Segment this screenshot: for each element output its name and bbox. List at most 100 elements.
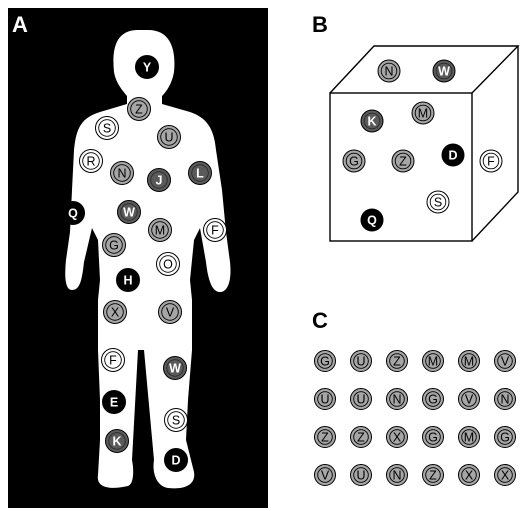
grid-token: G [423,427,444,448]
token-letter: M [464,355,474,369]
body-token: H [117,269,140,292]
token-letter: N [384,65,393,79]
token-letter: M [418,107,428,121]
token-letter: Y [143,61,152,75]
grid-token: V [459,389,480,410]
token-letter: G [349,155,359,169]
token-letter: G [500,431,510,445]
body-token: V [159,301,182,324]
cube-token: S [427,191,449,213]
body-token: O [157,253,180,276]
cube-token: Q [361,209,383,231]
token-letter: S [103,122,111,136]
cube-token: M [412,102,434,124]
cube-token: N [378,60,400,82]
token-letter: H [123,274,132,288]
cube-token: F [480,150,502,172]
token-letter: W [123,206,135,220]
grid-token: U [351,389,372,410]
grid-token: M [459,351,480,372]
body-token: F [204,219,227,242]
panel-label-a: A [12,12,28,37]
grid-token: X [495,465,516,486]
token-letter: X [393,431,402,445]
body-token: Z [128,98,151,121]
body-token: J [148,169,171,192]
token-letter: M [428,355,438,369]
body-token: M [149,219,172,242]
body-token: Y [136,56,159,79]
token-letter: Z [393,355,401,369]
grid-token: Z [351,427,372,448]
body-token: Q [62,202,85,225]
cube-token: K [361,110,383,132]
grid-token: X [459,465,480,486]
grid-token: X [387,427,408,448]
grid-token: U [351,465,372,486]
cube [330,46,518,241]
grid-token: N [387,389,408,410]
body-token: K [106,430,129,453]
token-letter: V [501,355,510,369]
token-letter: U [356,355,365,369]
body-token: F [102,349,125,372]
token-letter: U [356,393,365,407]
grid-token: Z [315,427,336,448]
token-letter: N [117,167,126,181]
token-letter: S [434,196,442,210]
token-letter: N [392,469,401,483]
grid-token: Z [387,351,408,372]
token-letter: L [196,167,204,181]
token-letter: F [487,155,495,169]
token-letter: Q [68,207,78,221]
token-letter: X [465,469,474,483]
token-letter: F [211,224,219,238]
cube-token: Z [392,150,414,172]
token-letter: X [501,469,510,483]
grid-token: V [495,351,516,372]
body-token: S [96,117,119,140]
token-letter: K [367,115,376,129]
token-letter: M [155,224,165,238]
body-token: R [80,150,103,173]
token-letter: K [112,435,121,449]
grid-token: G [423,389,444,410]
body-token: U [158,126,181,149]
body-token: N [111,162,134,185]
token-letter: X [111,306,120,320]
grid-token: Z [423,465,444,486]
cube-token: D [442,144,464,166]
grid-token: G [495,427,516,448]
grid-token: U [315,389,336,410]
token-letter: U [320,393,329,407]
cube-side-face [472,46,518,241]
cube-token: G [343,150,365,172]
token-letter: Z [321,431,329,445]
grid-token: G [315,351,336,372]
cube-token: W [433,60,455,82]
token-letter: V [465,393,474,407]
token-letter: M [464,431,474,445]
grid-token: U [351,351,372,372]
token-letter: W [438,65,450,79]
token-letter: J [156,174,163,188]
token-letter: Z [357,431,365,445]
grid-token: V [315,465,336,486]
body-token: E [103,391,126,414]
cube-top-face [330,46,518,93]
token-letter: N [500,393,509,407]
token-letter: F [109,354,117,368]
body-token: L [189,162,212,185]
body-token: S [165,409,188,432]
token-letter: E [110,396,118,410]
token-letter: S [172,414,180,428]
token-letter: Q [367,214,377,228]
body-token: G [103,234,126,257]
token-letter: Z [135,103,143,117]
cube-token-layer: N W K M G Z D F S Q [343,60,502,231]
body-token: X [104,301,127,324]
